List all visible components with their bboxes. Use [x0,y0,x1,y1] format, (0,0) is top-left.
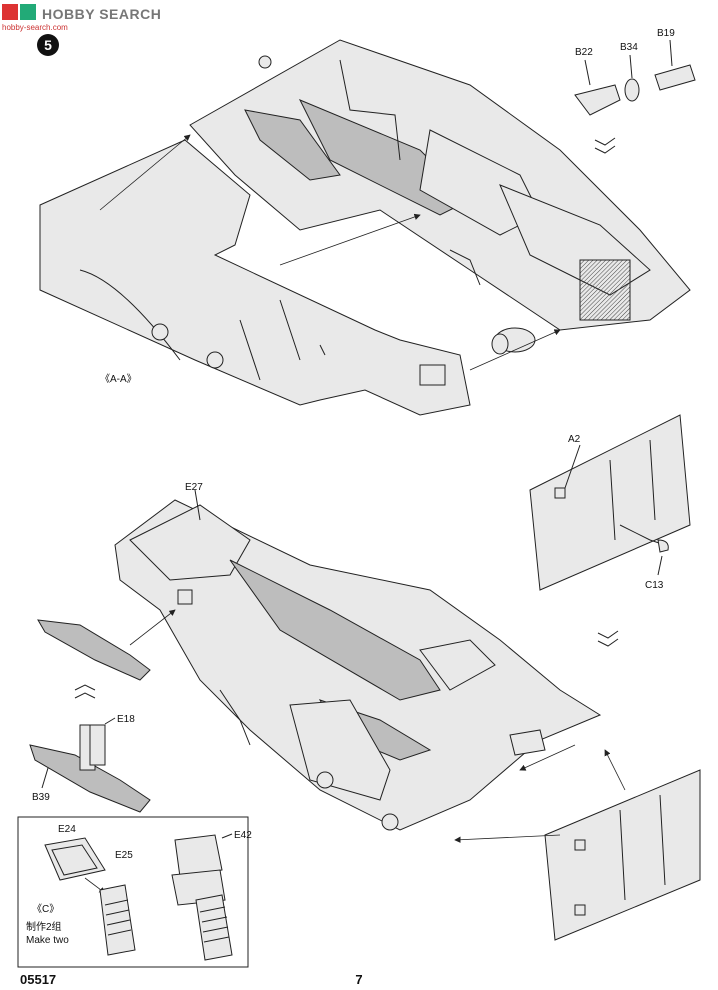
guide-arrow [604,749,626,791]
side-panel-hole-2 [206,351,224,369]
leader-line [104,717,116,725]
motion-mark [597,638,619,647]
note-cn: 制作2组 [26,920,62,933]
leaf-spring-lower [29,717,151,813]
label-e42: E42 [234,830,252,841]
rear-plate-clip-2 [574,904,586,916]
side-panel-aa [39,139,471,416]
upper-hook [258,55,272,69]
part-e42 [174,834,223,878]
leader-line [194,489,201,521]
motion-mark [597,630,619,639]
lower-axle-housing [419,639,496,691]
lower-side-panel [289,699,391,801]
lower-assembly [114,489,602,831]
leader-line [584,59,591,86]
label-b22: B22 [575,47,593,58]
part-a2 [529,414,691,591]
guide-arrow [454,834,561,843]
side-panel-contour [79,269,181,361]
part-e25 [99,884,136,956]
part-c13 [657,539,669,553]
leaf-spring-upper [37,609,176,681]
leader-line [41,767,49,789]
upper-leaf-spring [244,109,341,181]
leaf-spring-upper-body [37,619,151,681]
part-b22 [574,84,621,116]
lower-engine-block [129,504,251,581]
leader-line [629,54,633,79]
part-e25-louvers [104,899,132,936]
part-a2-ribs [609,439,656,541]
label-c13: C13 [645,580,664,591]
lower-bracket-detail [219,689,251,746]
watermark-brand: HOBBY SEARCH [42,6,161,22]
lower-hole [316,771,334,789]
watermark: HOBBY SEARCH hobby-search.com [2,4,161,32]
guide-arrow [469,329,561,371]
part-e18-2 [89,724,106,766]
hobby-search-logo-icon [2,4,18,20]
leader-line [669,39,673,67]
lower-hub [509,729,546,756]
motion-mark [594,145,616,154]
side-panel-hole [151,323,169,341]
part-e24-inner [51,844,98,876]
label-a2: A2 [568,434,581,445]
grille-louvers [199,906,230,943]
rear-plate-assembly [454,744,701,941]
label-b34: B34 [620,42,638,53]
part-a2-clip [554,487,566,499]
leader-line [657,555,663,576]
upper-frame-detail [339,59,401,161]
label-section-aa: 《A-A》 [100,373,137,385]
upper-assembly: B22 B34 B19 《A-A》 [39,28,696,416]
part-b19 [654,64,696,91]
rear-plate-ribs [619,794,666,901]
step-number: 5 [44,37,52,53]
label-b39: B39 [32,792,50,803]
label-b19: B19 [657,28,675,39]
guide-arrow [519,744,576,771]
label-e18: E18 [117,714,135,725]
guide-arrow [99,134,191,211]
side-panel-bracket [419,364,446,386]
lower-bracket [177,589,193,605]
guide-arrow [129,609,176,646]
a2-panel-assembly [529,414,691,591]
guide-arrow [279,213,421,266]
label-e25: E25 [115,850,133,861]
hobby-search-logo-icon-2 [20,4,36,20]
step-badge: 5 [37,34,59,56]
hub-cap [491,333,509,355]
kit-number: 05517 [20,972,56,987]
rear-plate-clip [574,839,586,851]
upper-radiator [579,259,631,321]
label-e27: E27 [185,482,203,493]
lower-hole-2 [381,813,399,831]
upper-axle-link [449,249,481,286]
note-en: Make two [26,935,69,946]
label-section-c: 《C》 [32,903,59,915]
lower-drive-shaft [229,559,441,701]
motion-mark [594,137,616,146]
page-number: 7 [355,972,362,987]
part-e42-frame [171,869,226,906]
motion-mark [74,692,96,699]
watermark-sub: hobby-search.com [2,23,68,32]
leader-line [564,444,581,489]
parts-b22-b34-b19 [574,39,696,116]
leader-line [221,833,233,839]
part-b34 [624,78,640,102]
label-e24: E24 [58,824,76,835]
side-panel-ribs [239,299,326,381]
motion-mark [74,684,96,691]
inset-box-c [17,816,249,968]
